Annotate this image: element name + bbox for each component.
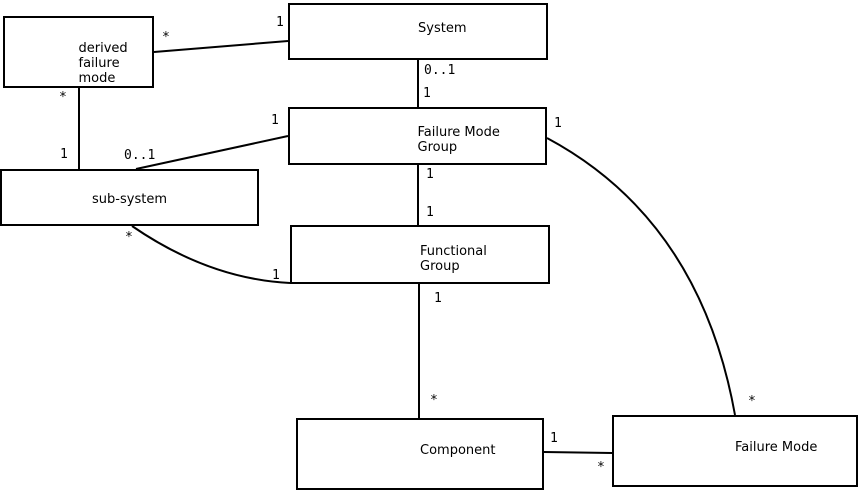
cardinality-subsystem-fg-to: 1 xyxy=(272,268,280,283)
edge-component-fm-line xyxy=(543,451,613,454)
node-functional-group-label: Functional Group xyxy=(420,244,487,274)
node-label-line: failure xyxy=(78,56,120,71)
node-label-line: Group xyxy=(420,258,460,274)
node-functional-group: Functional Group xyxy=(290,225,550,284)
node-failure-mode: Failure Mode xyxy=(612,415,858,487)
cardinality-fg-component-to: * xyxy=(430,393,438,408)
cardinality-subsystem-fg-from: * xyxy=(125,230,133,245)
node-label-line: Group xyxy=(417,140,458,155)
cardinality-system-fmg-from: 0..1 xyxy=(424,63,456,78)
node-component-label: Component xyxy=(420,443,495,458)
node-label-line: derived xyxy=(78,41,128,56)
node-label-line: Failure Mode xyxy=(417,125,500,140)
edge-subsystem-fmg-line xyxy=(135,135,289,170)
node-failure-mode-group: Failure Mode Group xyxy=(288,107,547,165)
cardinality-fmg-fg-from: 1 xyxy=(426,167,434,182)
node-sub-system-label: sub-system xyxy=(92,192,167,207)
cardinality-component-fm-from: 1 xyxy=(550,431,558,446)
cardinality-dfm-system-from: * xyxy=(162,30,170,45)
edge-subsystem-fg-line xyxy=(131,225,291,284)
cardinality-subsystem-fmg-to: 1 xyxy=(271,113,279,128)
edge-fmg-fm-line xyxy=(546,137,736,416)
cardinality-fmg-fm-to: * xyxy=(748,394,756,409)
node-derived-failure-mode-label: derived failure mode xyxy=(79,41,128,86)
cardinality-fmg-fg-to: 1 xyxy=(426,205,434,220)
node-failure-mode-label: Failure Mode xyxy=(735,440,817,455)
cardinality-fmg-fm-from: 1 xyxy=(554,116,562,131)
cardinality-subsystem-fmg-from: 0..1 xyxy=(124,148,156,163)
cardinality-component-fm-to: * xyxy=(597,460,605,475)
cardinality-fg-component-from: 1 xyxy=(434,291,442,306)
cardinality-dfm-subsystem-to: 1 xyxy=(60,147,68,162)
node-label-line: Functional xyxy=(420,243,487,259)
node-label-line: Component xyxy=(420,443,496,458)
node-label-line: mode xyxy=(78,71,116,86)
node-system: System xyxy=(288,3,548,60)
node-system-label: System xyxy=(418,21,466,36)
node-label-line: Failure Mode xyxy=(735,440,818,455)
edge-dfm-system-line xyxy=(153,40,289,53)
node-failure-mode-group-label: Failure Mode Group xyxy=(418,125,500,155)
cardinality-dfm-system-to: 1 xyxy=(276,15,284,30)
node-label-line: sub-system xyxy=(92,191,167,207)
node-label-line: System xyxy=(418,20,467,36)
node-component: Component xyxy=(296,418,544,490)
node-derived-failure-mode: derived failure mode xyxy=(3,16,154,88)
cardinality-dfm-subsystem-from: * xyxy=(59,90,67,105)
node-sub-system: sub-system xyxy=(0,169,259,226)
cardinality-system-fmg-to: 1 xyxy=(423,86,431,101)
